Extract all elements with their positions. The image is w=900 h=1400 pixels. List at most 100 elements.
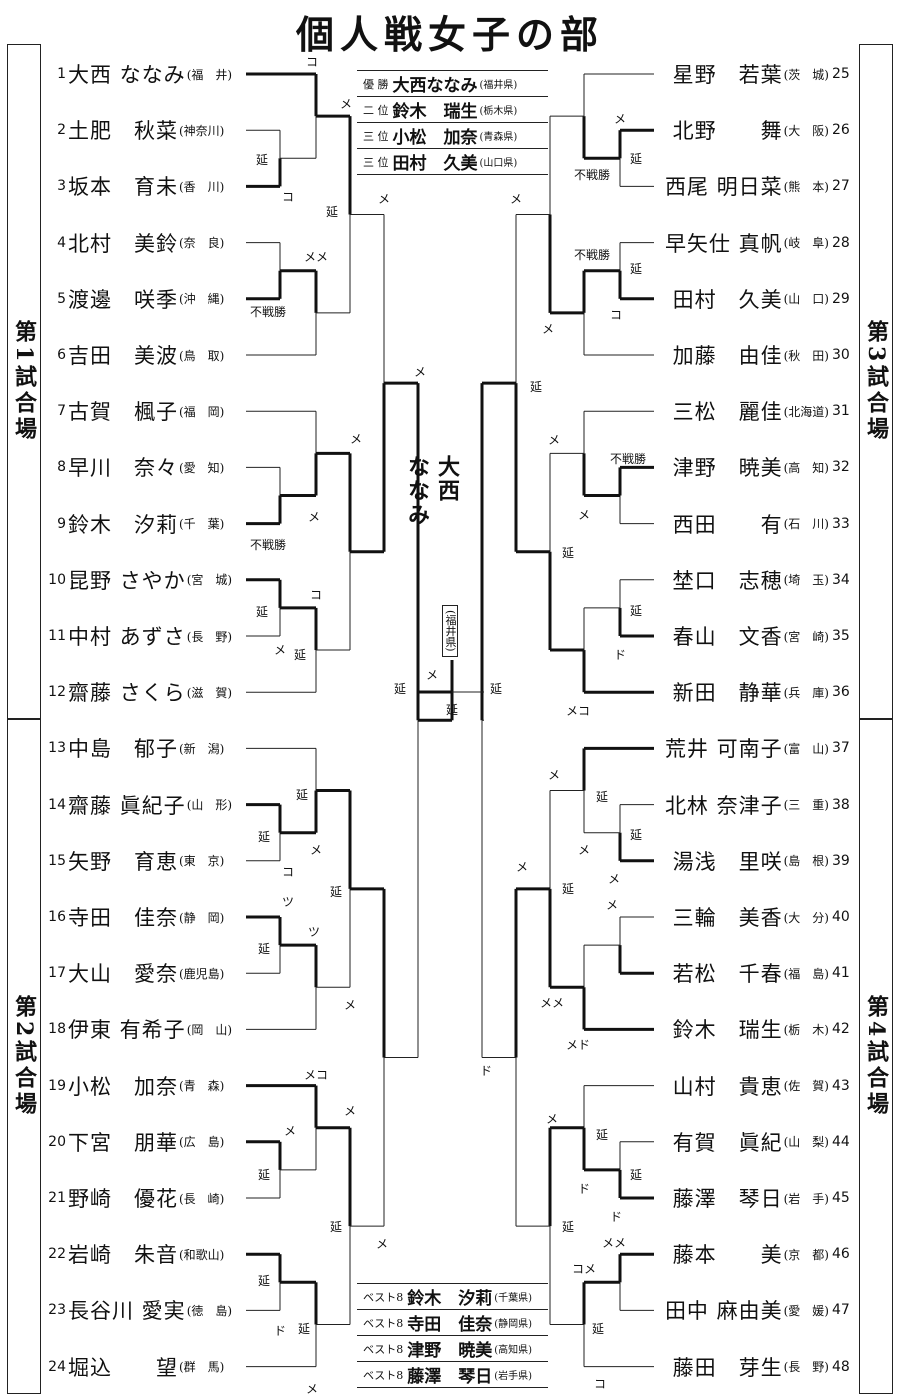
match-mark: 延 bbox=[630, 1168, 643, 1182]
result-label: 優 勝 bbox=[363, 77, 389, 91]
player-pref: (大 分) bbox=[783, 910, 829, 925]
player-name: 齋藤 さくら bbox=[68, 681, 186, 706]
player-pref: (群 馬) bbox=[179, 1360, 225, 1375]
player-pref: (高 知) bbox=[783, 460, 829, 475]
player-pref: (岡 山) bbox=[186, 1022, 233, 1037]
best8-label: ベスト8 bbox=[363, 1316, 404, 1330]
player-seed: 1 bbox=[57, 66, 66, 82]
player-pref: (宮 城) bbox=[186, 573, 233, 588]
champion-given: ななみ bbox=[404, 455, 430, 527]
match-mark: 延 bbox=[330, 1220, 343, 1234]
player-seed: 19 bbox=[48, 1077, 66, 1094]
player-pref: (滋 賀) bbox=[186, 685, 233, 700]
match-mark: 不戦勝 bbox=[610, 452, 647, 466]
player-row: 北野 舞(大 阪)26 bbox=[673, 116, 854, 144]
player-name: 古賀 楓子 bbox=[68, 400, 178, 425]
player-pref: (兵 庫) bbox=[783, 685, 829, 700]
player-seed: 24 bbox=[48, 1358, 66, 1375]
player-pref: (秋 田) bbox=[783, 348, 829, 363]
match-mark: 不戦勝 bbox=[574, 248, 611, 262]
player-seed: 8 bbox=[57, 459, 66, 476]
player-pref: (宮 崎) bbox=[783, 629, 829, 644]
player-name: 三松 麗佳 bbox=[672, 400, 783, 425]
player-name: 矢野 育恵 bbox=[68, 849, 178, 874]
match-mark: メメ bbox=[540, 996, 565, 1010]
match-mark: 延 bbox=[630, 262, 643, 276]
result-row-second: 二 位 鈴木 瑞生 (栃木県) bbox=[357, 97, 548, 123]
player-name: 北林 奈津子 bbox=[664, 793, 783, 818]
player-name: 早川 奈々 bbox=[68, 456, 178, 481]
player-pref: (長 崎) bbox=[179, 1191, 225, 1206]
player-pref: (岐 阜) bbox=[783, 236, 829, 251]
player-row: 西尾 明日菜(熊 本)27 bbox=[665, 172, 854, 200]
player-seed: 40 bbox=[832, 909, 850, 925]
result-row-champion: 優 勝 大西ななみ (福井県) bbox=[357, 71, 548, 97]
player-row: 田村 久美(山 口)29 bbox=[673, 285, 854, 313]
player-pref: (佐 賀) bbox=[783, 1079, 829, 1094]
match-mark: 延 bbox=[258, 1168, 271, 1182]
match-mark: メ bbox=[340, 97, 353, 111]
result-row-third-a: 三 位 小松 加奈 (青森県) bbox=[357, 123, 548, 149]
player-pref: (岩 手) bbox=[783, 1191, 829, 1206]
player-name: 長谷川 愛実 bbox=[68, 1299, 186, 1324]
match-mark: メコ bbox=[566, 704, 591, 718]
champion-name: 大西 ななみ bbox=[404, 455, 462, 527]
player-pref: (石 川) bbox=[783, 517, 829, 532]
player-row: 藤澤 琴日(岩 手)45 bbox=[673, 1184, 854, 1212]
player-name: 下宮 朋華 bbox=[68, 1130, 178, 1155]
player-row: 三松 麗佳(北海道)31 bbox=[673, 397, 854, 425]
match-mark: 延 bbox=[562, 882, 575, 896]
player-seed: 33 bbox=[832, 515, 850, 532]
player-seed: 7 bbox=[57, 403, 66, 420]
player-name: 大西 ななみ bbox=[68, 63, 186, 87]
best8-name: 藤澤 琴日 bbox=[407, 1367, 493, 1387]
player-name: 北村 美鈴 bbox=[68, 231, 178, 256]
match-mark: メド bbox=[566, 1038, 591, 1052]
player-pref: (山 形) bbox=[186, 798, 233, 813]
venue-label-3: 第3試合場 bbox=[859, 44, 893, 719]
match-mark: メ bbox=[350, 432, 363, 446]
player-row: 若松 千春(福 島)41 bbox=[673, 959, 854, 987]
player-name: 春山 文香 bbox=[672, 625, 783, 649]
player-seed: 15 bbox=[48, 852, 66, 869]
result-pref: (山口県) bbox=[479, 158, 518, 169]
player-pref: (沖 縄) bbox=[179, 292, 225, 307]
player-seed: 21 bbox=[48, 1190, 66, 1206]
player-pref: (埼 玉) bbox=[783, 573, 829, 588]
player-name: 鈴木 汐莉 bbox=[68, 512, 178, 537]
player-pref: (愛 媛) bbox=[783, 1303, 829, 1318]
match-mark: メ bbox=[414, 365, 427, 379]
player-pref: (和歌山) bbox=[179, 1247, 225, 1262]
player-pref: (青 森) bbox=[179, 1079, 225, 1094]
match-mark: 延 bbox=[258, 830, 271, 844]
player-name: 堀込 望 bbox=[68, 1355, 178, 1380]
player-seed: 28 bbox=[832, 234, 850, 251]
match-mark: メ bbox=[578, 508, 591, 522]
match-mark: 延 bbox=[326, 205, 339, 219]
player-name: 湯浅 里咲 bbox=[672, 849, 783, 874]
match-mark: 延 bbox=[330, 885, 343, 899]
match-mark: メ bbox=[306, 1382, 319, 1396]
player-pref: (山 梨) bbox=[783, 1135, 829, 1150]
player-name: 藤田 芽生 bbox=[672, 1355, 783, 1380]
player-seed: 23 bbox=[48, 1302, 66, 1319]
player-pref: (長 野) bbox=[783, 1360, 829, 1375]
player-name: 藤本 美 bbox=[672, 1243, 783, 1268]
player-seed: 17 bbox=[48, 965, 66, 982]
match-mark: コ bbox=[282, 865, 295, 879]
player-row: 早矢仕 真帆(岐 阜)28 bbox=[665, 229, 854, 257]
player-pref: (大 阪) bbox=[783, 123, 829, 138]
player-row: 荒井 可南子(富 山)37 bbox=[665, 734, 854, 762]
best8-row: ベスト8 寺田 佳奈 (静岡県) bbox=[357, 1310, 548, 1336]
match-mark: ツ bbox=[308, 925, 321, 939]
match-mark: コ bbox=[306, 55, 319, 69]
player-pref: (広 島) bbox=[179, 1135, 225, 1150]
match-mark: 延 bbox=[490, 682, 503, 696]
match-mark: ド bbox=[614, 648, 627, 662]
